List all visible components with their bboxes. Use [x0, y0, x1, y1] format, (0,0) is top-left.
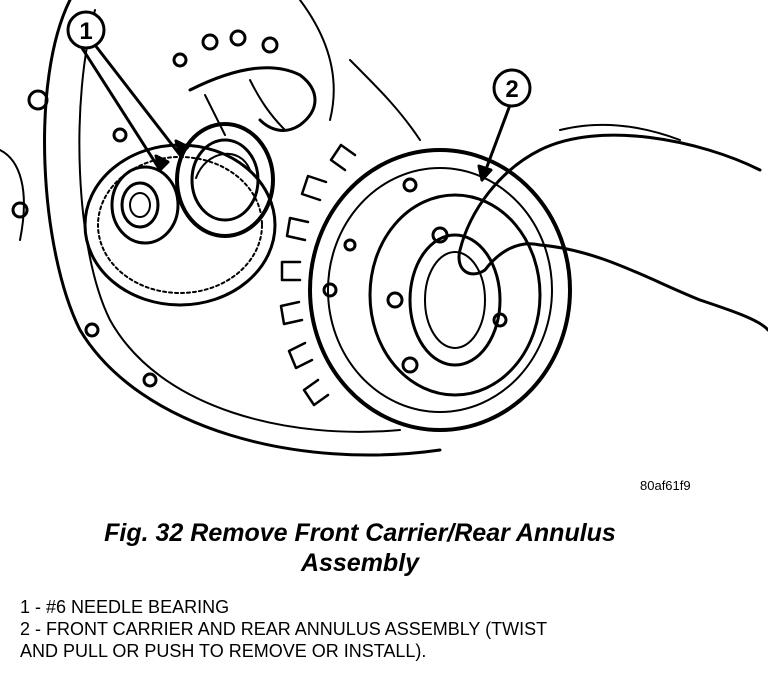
- callout-2-circle: [492, 68, 532, 108]
- ring-gear: [83, 143, 277, 307]
- callout-1-number: 1: [79, 18, 92, 45]
- spline-teeth: [279, 143, 357, 407]
- case-outline: [43, 0, 442, 457]
- callout-1-leader-b: [93, 43, 182, 157]
- callout-1-leader-a: [80, 46, 162, 172]
- drawing-code: 80af61f9: [640, 478, 691, 493]
- right-hand: [457, 133, 762, 276]
- callout-2-number: 2: [505, 76, 518, 103]
- needle-bearing: [175, 122, 275, 238]
- figure-caption: Fig. 32 Remove Front Carrier/Rear Annulu…: [0, 518, 720, 578]
- transmission-illustration: 1 2: [0, 0, 768, 457]
- caption-line-2: Assembly: [300, 549, 420, 577]
- legend-item-2: 2 - FRONT CARRIER AND REAR ANNULUS ASSEM…: [20, 619, 548, 639]
- caption-line-1: Fig. 32 Remove Front Carrier/Rear Annulu…: [104, 519, 616, 547]
- callout-1-circle: [66, 10, 106, 50]
- left-hand: [188, 66, 317, 132]
- legend-item-2-cont: AND PULL OR PUSH TO REMOVE OR INSTALL).: [20, 641, 427, 661]
- carrier-annulus-assembly: [308, 148, 572, 432]
- legend-item-1: 1 - #6 NEEDLE BEARING: [20, 597, 230, 617]
- legend: 1 - #6 NEEDLE BEARING 2 - FRONT CARRIER …: [20, 596, 740, 662]
